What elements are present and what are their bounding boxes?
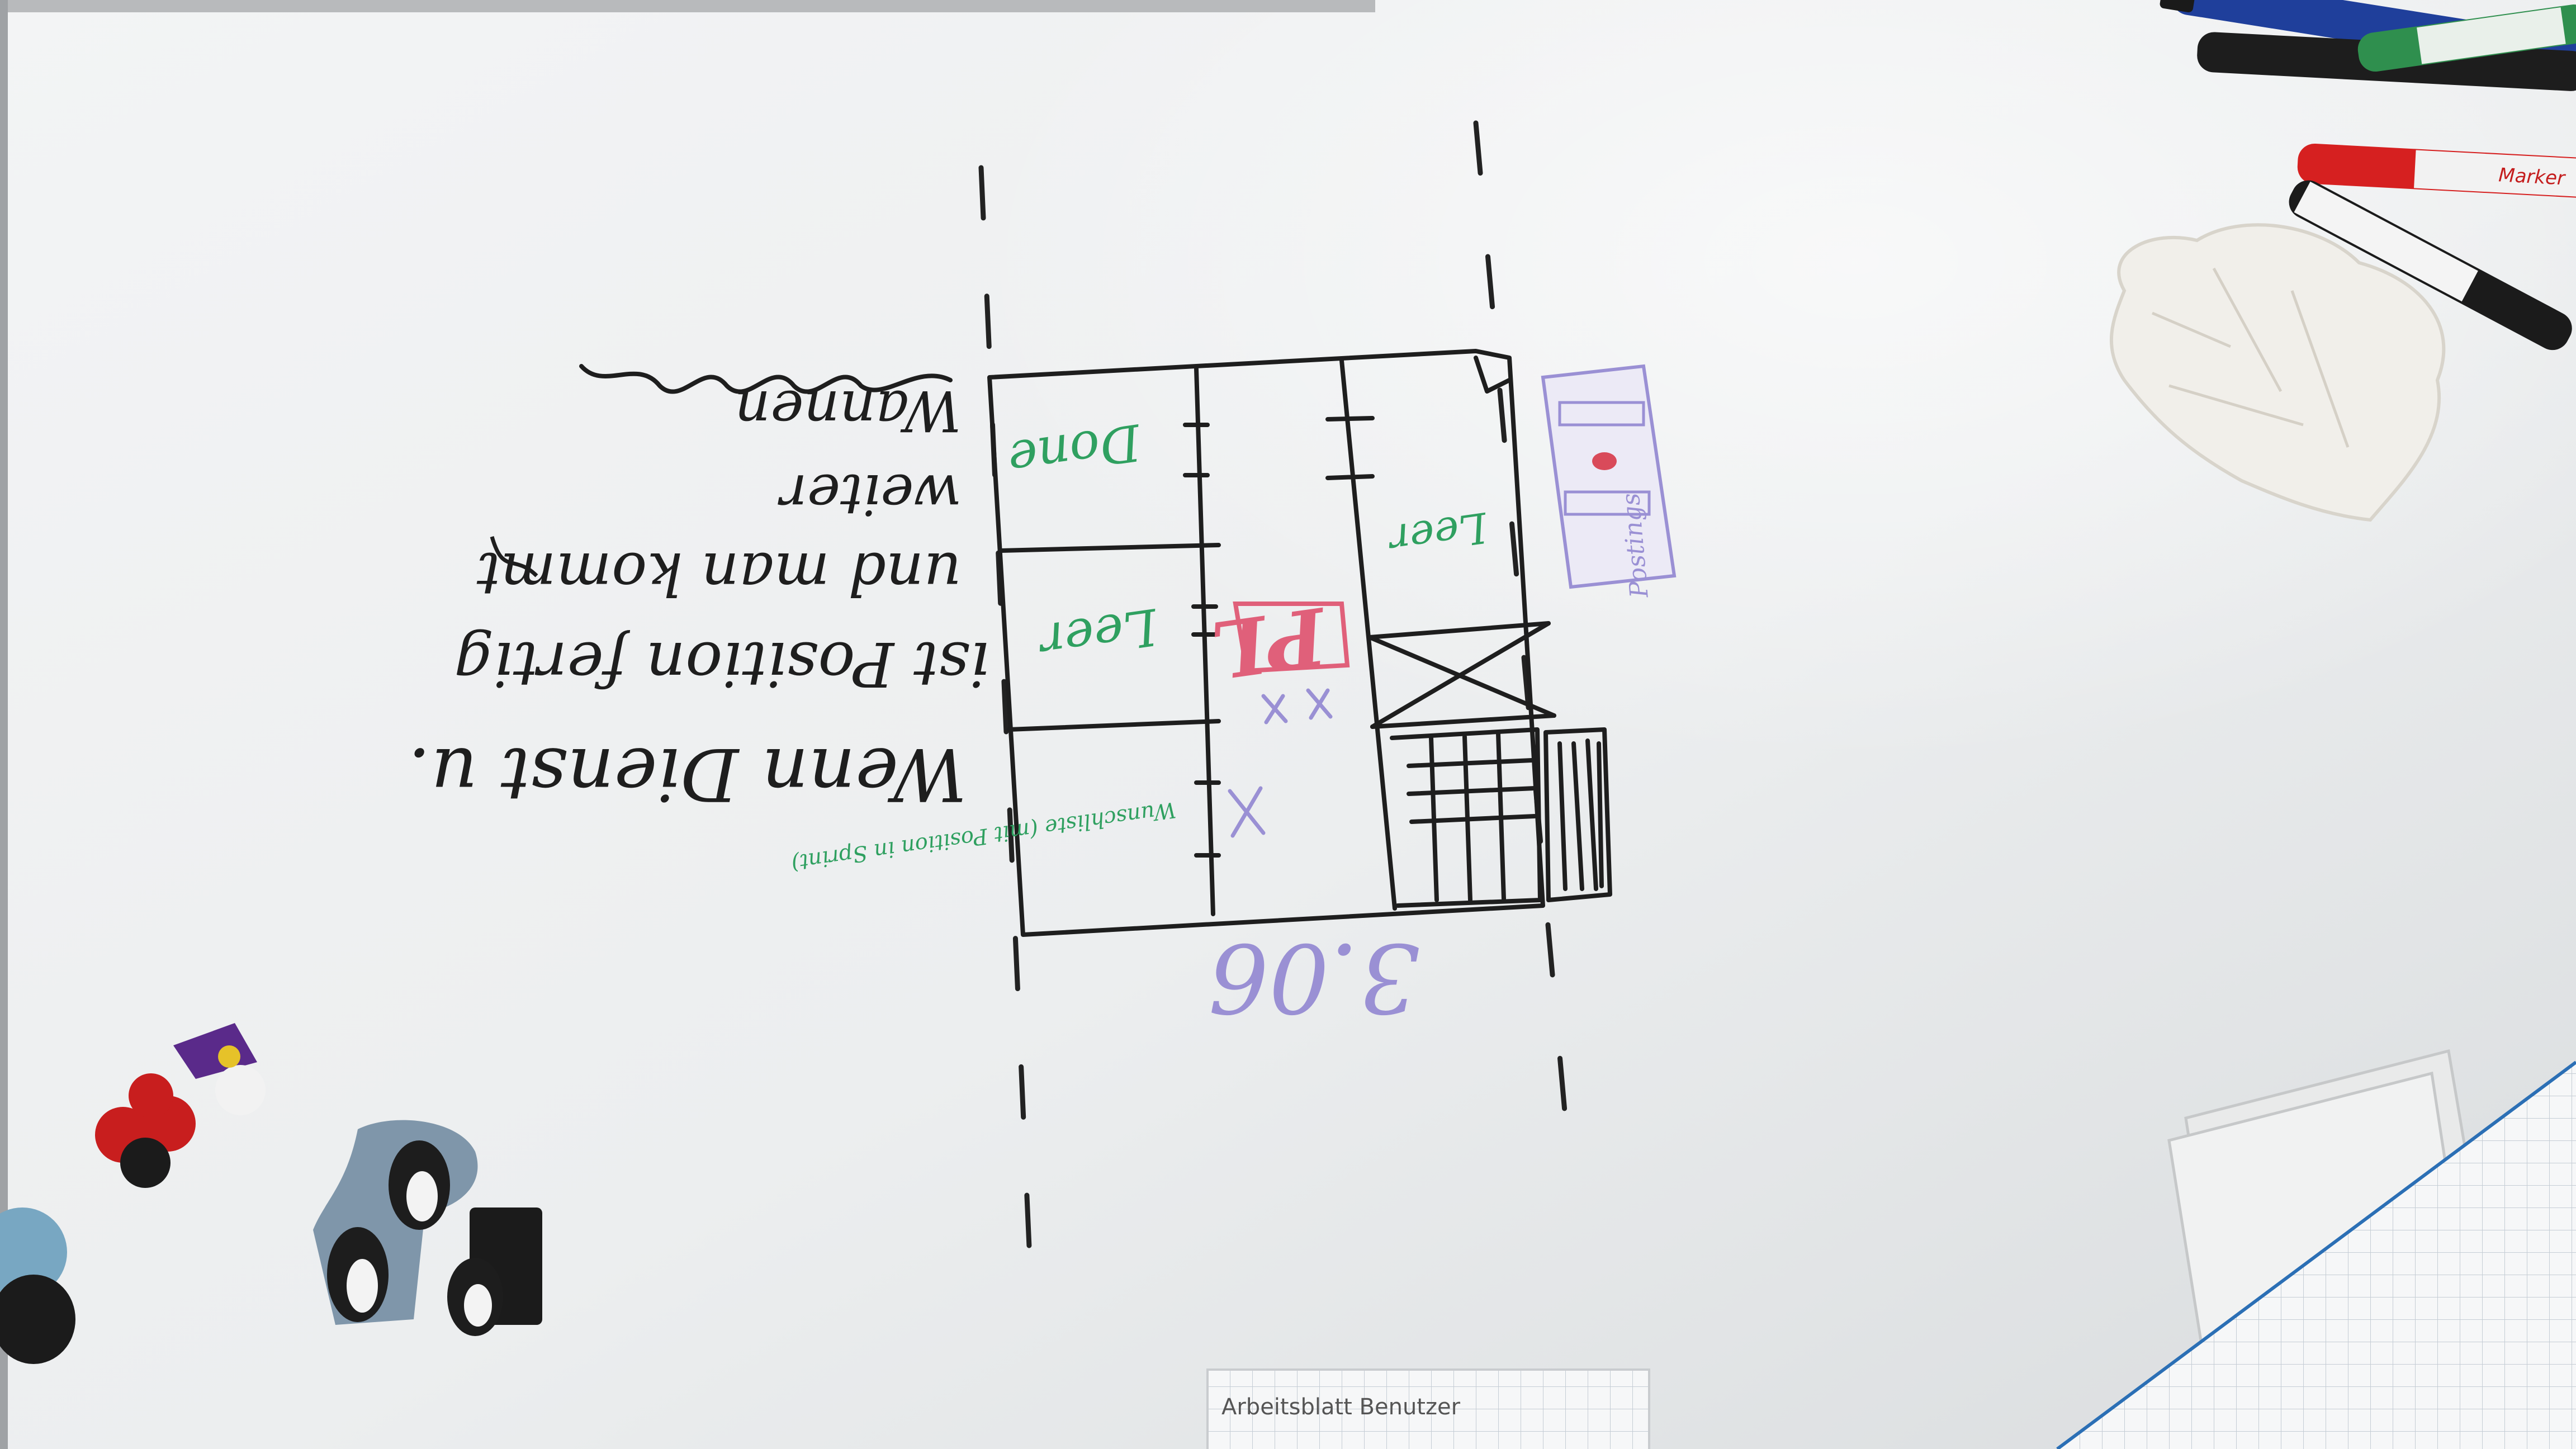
note-line-3: und man kommt (476, 539, 962, 608)
kanban-sketch (987, 349, 1612, 937)
swimlane-dashed-lines (978, 120, 1574, 1300)
grid-paper (2056, 1060, 2576, 1449)
purple-x-marks (1228, 688, 1333, 838)
purple-card (1541, 364, 1677, 589)
red-pl-label: PL (1206, 589, 1334, 695)
worksheet-paper (1206, 1368, 1650, 1449)
svg-text:Marker: Marker (2498, 164, 2566, 190)
board-frame-top (0, 0, 1375, 12)
handwritten-wave (579, 364, 953, 394)
worksheet-heading: Arbeitsblatt Benutzer (1221, 1394, 1461, 1420)
note-line-2: ist Position fertig (454, 628, 989, 700)
red-marking (1233, 602, 1350, 674)
whiteboard-markers: Marker (2160, 0, 2576, 351)
handwritten-note: Wenn Dienst u. ist Position fertig und m… (408, 378, 989, 817)
figure-magnets (0, 1023, 542, 1364)
note-line-1: Wenn Dienst u. (408, 732, 967, 817)
date-label: 3.06 (1208, 922, 1420, 1033)
note-line-5: Wannen (735, 378, 962, 443)
note-line-4: weiter (778, 462, 962, 527)
board-frame-left (0, 0, 8, 1449)
tissue-paper (2109, 223, 2446, 522)
